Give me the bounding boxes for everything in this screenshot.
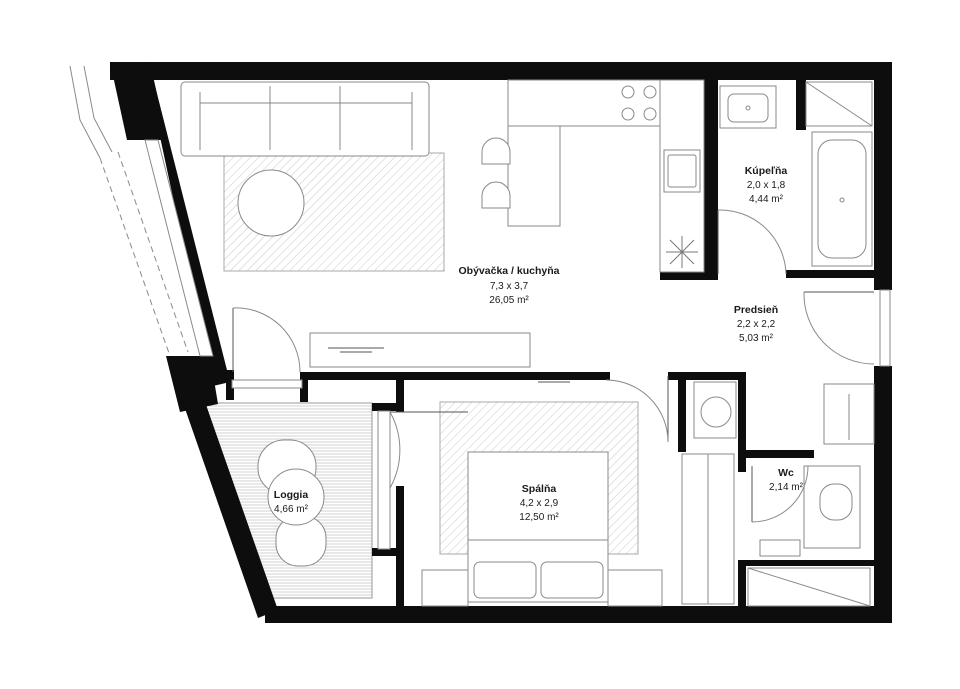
room-label-kupelna: Kúpeľňa 2,0 x 1,8 4,44 m² (745, 165, 788, 205)
room-name-wc: Wc (778, 467, 794, 479)
hall-fixtures (693, 381, 875, 607)
interior-walls (226, 70, 882, 612)
room-label-wc: Wc 2,14 m² (769, 467, 804, 493)
room-area-spalna: 12,50 m² (519, 512, 559, 523)
room-name-obyvacka: Obývačka / kuchyňa (459, 265, 560, 277)
room-dims-spalna: 4,2 x 2,9 (520, 498, 559, 509)
bathroom (719, 81, 873, 267)
room-area-obyvacka: 26,05 m² (489, 295, 529, 306)
living-furniture (180, 81, 531, 368)
bedroom-furniture (421, 381, 735, 607)
room-label-spalna: Spálňa 4,2 x 2,9 12,50 m² (519, 483, 559, 523)
room-label-predsien: Predsieň 2,2 x 2,2 5,03 m² (734, 304, 778, 344)
room-dims-kupelna: 2,0 x 1,8 (747, 180, 786, 191)
room-area-wc: 2,14 m² (769, 482, 804, 493)
kitchen (481, 79, 705, 273)
room-name-predsien: Predsieň (734, 304, 778, 316)
room-name-kupelna: Kúpeľňa (745, 165, 788, 177)
room-name-loggia: Loggia (274, 489, 309, 501)
room-area-kupelna: 4,44 m² (749, 194, 784, 205)
room-dims-predsien: 2,2 x 2,2 (737, 319, 776, 330)
room-name-spalna: Spálňa (522, 483, 557, 495)
room-dims-obyvacka: 7,3 x 3,7 (490, 281, 529, 292)
room-label-obyvacka: Obývačka / kuchyňa 7,3 x 3,7 26,05 m² (459, 265, 560, 306)
room-area-predsien: 5,03 m² (739, 333, 774, 344)
windows (69, 65, 891, 550)
room-area-loggia: 4,66 m² (274, 504, 309, 515)
loggia-furniture (257, 439, 327, 567)
exterior-walls (110, 62, 892, 623)
room-label-loggia: Loggia 4,66 m² (274, 489, 309, 515)
doors (232, 209, 875, 523)
